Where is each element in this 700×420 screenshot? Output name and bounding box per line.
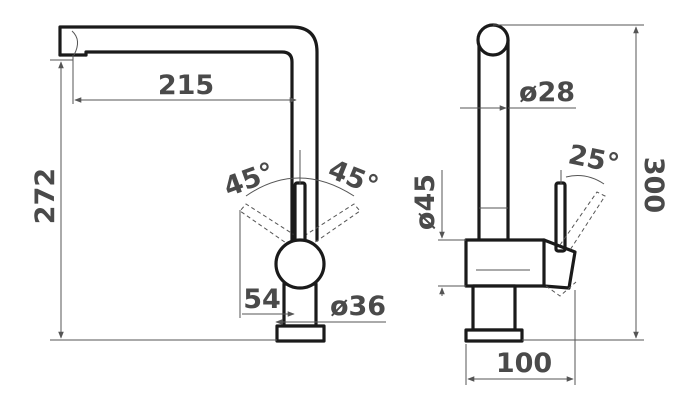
- side-spout-head: [476, 23, 510, 57]
- spout-aerator: [71, 30, 78, 56]
- dim-base-width-label: 54: [243, 284, 281, 315]
- front-view: 215 272 45° 45° 54 ø36: [30, 25, 386, 343]
- dim-lever-angle-arc: [245, 177, 355, 197]
- side-base: [471, 284, 517, 332]
- dim-body-diameter-label: ø36: [330, 291, 386, 322]
- side-view: ø28 ø45 25° 300 100: [410, 23, 669, 385]
- lever-swing-left: [239, 203, 297, 246]
- front-base-flange: [275, 324, 326, 343]
- side-lever-handle: [554, 181, 567, 253]
- side-mixer-body: [464, 238, 546, 288]
- front-spout-inner: [84, 50, 294, 242]
- dim-depth-label: 100: [496, 348, 552, 379]
- front-mixer-body: [274, 238, 326, 290]
- dim-spout-reach-label: 215: [158, 70, 214, 101]
- dim-lever-tilt-arc: [565, 175, 605, 185]
- side-lever-swing: [559, 191, 606, 251]
- dim-spout-diameter-label: ø28: [519, 77, 575, 108]
- side-lever-cartridge: [542, 238, 577, 290]
- dim-side-body-diameter-label: ø45: [410, 174, 441, 230]
- side-base-flange: [464, 328, 524, 343]
- dim-lever-angle-left-label: 45°: [220, 157, 279, 204]
- side-column: [477, 38, 510, 242]
- front-lever-handle: [293, 181, 307, 247]
- dim-lever-tilt-label: 25°: [566, 139, 622, 180]
- dim-total-height-label: 300: [638, 157, 669, 213]
- lever-swing-right: [303, 203, 361, 246]
- front-base: [282, 282, 318, 328]
- side-lever-swing-base: [545, 281, 577, 297]
- dim-height-left-label: 272: [30, 168, 61, 224]
- dim-lever-angle-right-label: 45°: [324, 154, 383, 202]
- front-spout-column: [58, 25, 319, 242]
